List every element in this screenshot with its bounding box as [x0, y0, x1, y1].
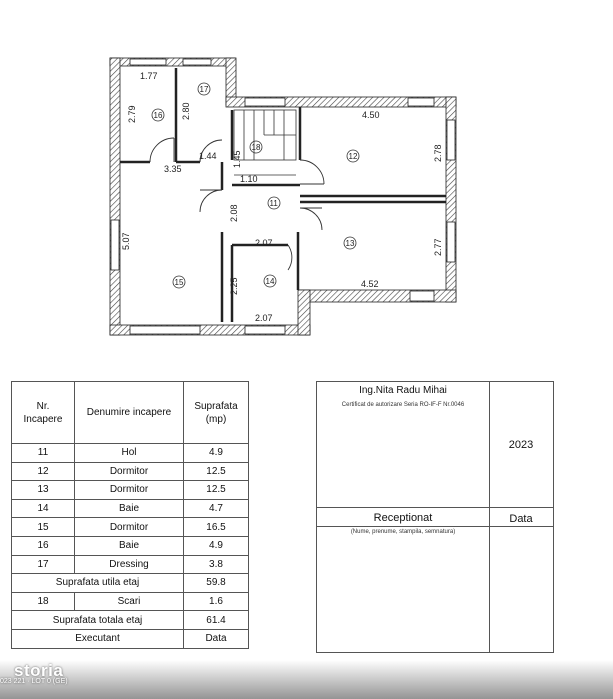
dim-label: 2.07 [255, 313, 273, 323]
cell-name: Baie [74, 498, 184, 519]
dim-label: 2.80 [181, 102, 191, 120]
cell-area: 12.5 [183, 480, 249, 500]
windows [110, 58, 456, 335]
dim-label: 5.07 [121, 232, 131, 250]
useful-area-label: Suprafata utila etaj [11, 573, 184, 593]
dim-label: 1.44 [199, 151, 217, 161]
room-number: 14 [266, 277, 275, 286]
year-value: 2023 [508, 439, 534, 451]
dim-label: 2.08 [229, 204, 239, 222]
total-area-value: 61.4 [183, 610, 249, 630]
signature-hint: (Nume, prenume, stampila, semnatura) [350, 529, 456, 535]
room-area-table: Nr. Incapere Denumire incapere Suprafata… [11, 381, 249, 649]
engineer-name: Ing.Nita Radu Mihai [359, 385, 447, 396]
header-nr: Nr. Incapere [11, 381, 75, 444]
dim-label: 2.79 [127, 105, 137, 123]
dim-label: 4.50 [362, 110, 380, 120]
cell-name: Scari [74, 591, 184, 612]
dim-label: 2.77 [433, 238, 443, 256]
dim-label: 2.78 [433, 144, 443, 162]
cell-area: 1.6 [183, 591, 249, 612]
dim-label: 3.35 [164, 164, 182, 174]
floor-plan: 1.77 2.79 2.80 3.35 1.44 1.45 1.10 4.50 … [109, 57, 457, 336]
dim-label: 2.25 [229, 277, 239, 295]
header-name: Denumire incapere [74, 381, 184, 444]
cell-area: 4.7 [183, 498, 249, 519]
watermark-code: 023 221 · LOT 0 (GE) [0, 678, 68, 685]
cell-name: Baie [74, 535, 184, 556]
executant-label: Executant [11, 628, 184, 649]
useful-area-value: 59.8 [183, 573, 249, 593]
room-markers [151, 82, 360, 289]
cell-nr: 18 [11, 591, 75, 612]
total-area-label: Suprafata totala etaj [11, 610, 184, 630]
cell-area: 16.5 [183, 517, 249, 537]
certificate-text: Certificat de autorizare Seria RO-IF-F N… [341, 402, 465, 408]
cell-nr: 16 [11, 535, 75, 556]
cell-area: 4.9 [183, 443, 249, 463]
room-number: 11 [270, 199, 279, 208]
outer-walls [109, 57, 457, 336]
cell-area: 3.8 [183, 554, 249, 575]
room-number: 12 [349, 152, 358, 161]
stairs [233, 109, 297, 176]
table-header-row: Nr. Incapere Denumire incapere Suprafata… [11, 381, 249, 444]
dim-label: 2.07 [255, 238, 273, 248]
cell-nr: 17 [11, 554, 75, 575]
dim-label: 1.77 [140, 71, 158, 81]
cell-name: Dormitor [74, 480, 184, 500]
room-number: 18 [252, 143, 261, 152]
approval-box: Ing.Nita Radu Mihai Certificat de autori… [316, 381, 554, 653]
useful-area-row: Suprafata utila etaj 59.8 [11, 573, 249, 593]
dim-label: 4.52 [361, 279, 379, 289]
storia-watermark: storia [14, 661, 64, 680]
room-number: 17 [200, 85, 209, 94]
date-label: Data [509, 513, 533, 525]
dim-label: 1.45 [232, 150, 242, 168]
cell-area: 12.5 [183, 461, 249, 482]
interior-walls [120, 68, 446, 322]
data-label: Data [183, 628, 249, 649]
cell-nr: 11 [11, 443, 75, 463]
cell-name: Dressing [74, 554, 184, 575]
executant-row: Executant Data [11, 628, 249, 649]
door-swings [149, 137, 325, 271]
cell-name: Hol [74, 443, 184, 463]
room-number: 13 [346, 239, 355, 248]
cell-nr: 13 [11, 480, 75, 500]
cell-name: Dormitor [74, 461, 184, 482]
cell-area: 4.9 [183, 535, 249, 556]
dim-label: 1.10 [240, 174, 258, 184]
total-area-row: Suprafata totala etaj 61.4 [11, 610, 249, 630]
cell-nr: 15 [11, 517, 75, 537]
bottom-gradient [0, 660, 613, 699]
room-number: 15 [175, 278, 184, 287]
received-label: Receptionat [373, 512, 433, 524]
cell-name: Dormitor [74, 517, 184, 537]
cell-nr: 14 [11, 498, 75, 519]
cell-nr: 12 [11, 461, 75, 482]
header-area: Suprafata (mp) [183, 381, 249, 444]
room-number: 16 [154, 111, 163, 120]
